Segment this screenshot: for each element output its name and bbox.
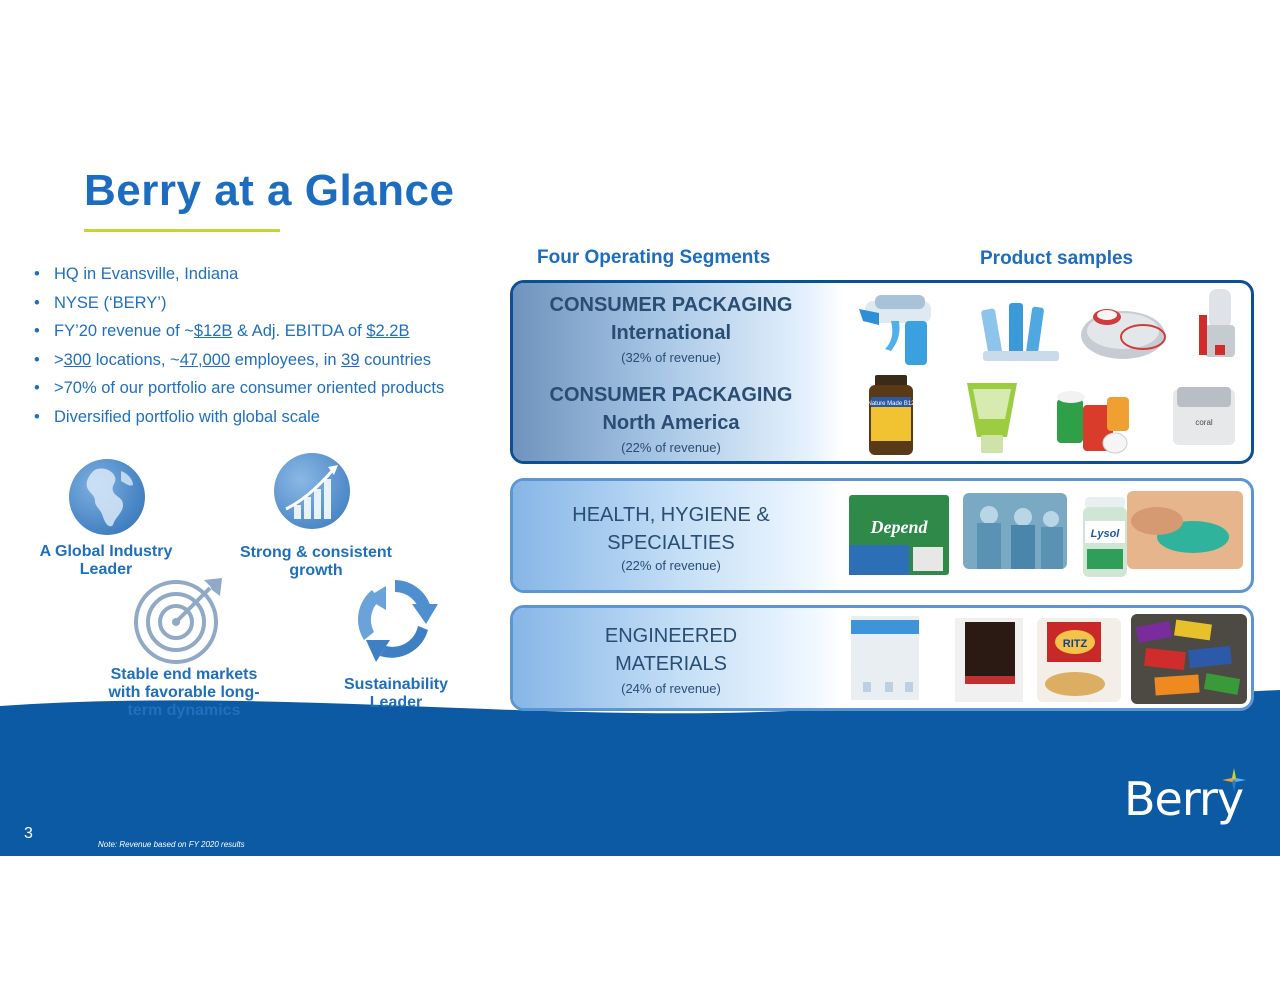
film-sheet-image	[949, 614, 1029, 706]
closure-caps-image	[1073, 291, 1177, 369]
spray-trigger-image	[851, 291, 951, 369]
fact-diversified: Diversified portfolio with global scale	[32, 403, 444, 432]
segments-heading: Four Operating Segments	[537, 247, 771, 268]
ritz-crackers-image: RITZ	[1037, 618, 1121, 702]
global-leader-label: A Global Industry Leader	[39, 543, 173, 578]
surgeons-image	[963, 493, 1067, 569]
tube-image	[957, 379, 1027, 459]
inhaler-image	[969, 291, 1069, 369]
mailer-bag-image	[843, 612, 927, 704]
footnote: Note: Revenue based on FY 2020 results	[98, 840, 245, 849]
berry-logo: Berry	[1124, 768, 1248, 832]
vitamin-bottle-image: Nature Made B12	[863, 373, 919, 457]
fact-locations: >300 locations, ~47,000 employees, in 39…	[32, 346, 444, 375]
recycle-icon	[350, 574, 440, 664]
countries-value: 39	[341, 350, 360, 369]
pump-dispenser-image	[1185, 285, 1247, 369]
snack-wrappers-image	[1131, 614, 1247, 704]
growth-chart-icon	[272, 451, 352, 531]
segment-health-hygiene: HEALTH, HYGIENE & SPECIALTIES (22% of re…	[572, 504, 770, 573]
title-underline	[84, 229, 280, 232]
ritz-label: RITZ	[1063, 638, 1088, 650]
depend-label: Depend	[870, 517, 929, 537]
b12-label: Nature Made B12	[867, 401, 915, 407]
engineered-materials-box: ENGINEERED MATERIALS (24% of revenue)	[510, 605, 1254, 711]
sustainability-label: Sustainability Leader	[343, 676, 449, 711]
target-icon	[134, 576, 224, 664]
cream-jar-image: coral	[1169, 383, 1239, 449]
page-number: 3	[24, 825, 33, 842]
segment-engineered-materials: ENGINEERED MATERIALS (24% of revenue)	[604, 625, 738, 696]
coral-label: coral	[1195, 418, 1213, 427]
cleaning-cloth-image	[1127, 491, 1243, 569]
lysol-label: Lysol	[1091, 528, 1121, 540]
stable-markets-label: Stable end markets with favorable long- …	[108, 666, 260, 719]
page-title: Berry at a Glance	[84, 166, 455, 215]
footer-band	[0, 690, 1280, 856]
depend-package-image: Depend	[847, 493, 951, 577]
lysol-wipes-image: Lysol	[1079, 493, 1131, 579]
health-hygiene-box: HEALTH, HYGIENE & SPECIALTIES (22% of re…	[510, 478, 1254, 593]
slide: Berry at a Glance HQ in Evansville, Indi…	[0, 0, 1280, 856]
ebitda-value: $2.2B	[366, 322, 410, 340]
consumer-packaging-box: CONSUMER PACKAGING International (32% of…	[510, 280, 1254, 464]
growth-label: Strong & consistent growth	[239, 544, 392, 579]
employees-value: 47,000	[179, 350, 231, 369]
fact-nyse: NYSE (‘BERY’)	[32, 289, 444, 318]
globe-icon	[67, 457, 147, 537]
segment-consumer-north-america: CONSUMER PACKAGING North America (22% of…	[549, 384, 793, 455]
fact-consumer: >70% of our portfolio are consumer orien…	[32, 374, 444, 403]
locations-value: 300	[63, 350, 92, 369]
logo-star-icon	[1222, 768, 1246, 792]
fact-revenue: FY’20 revenue of ~$12B & Adj. EBITDA of …	[32, 317, 444, 346]
revenue-value: $12B	[193, 322, 233, 340]
pill-bottles-image	[1049, 383, 1135, 459]
fact-list: HQ in Evansville, Indiana NYSE (‘BERY’) …	[32, 260, 444, 431]
products-heading: Product samples	[980, 248, 1134, 269]
fact-hq: HQ in Evansville, Indiana	[32, 260, 444, 289]
segment-consumer-international: CONSUMER PACKAGING International (32% of…	[549, 294, 793, 365]
